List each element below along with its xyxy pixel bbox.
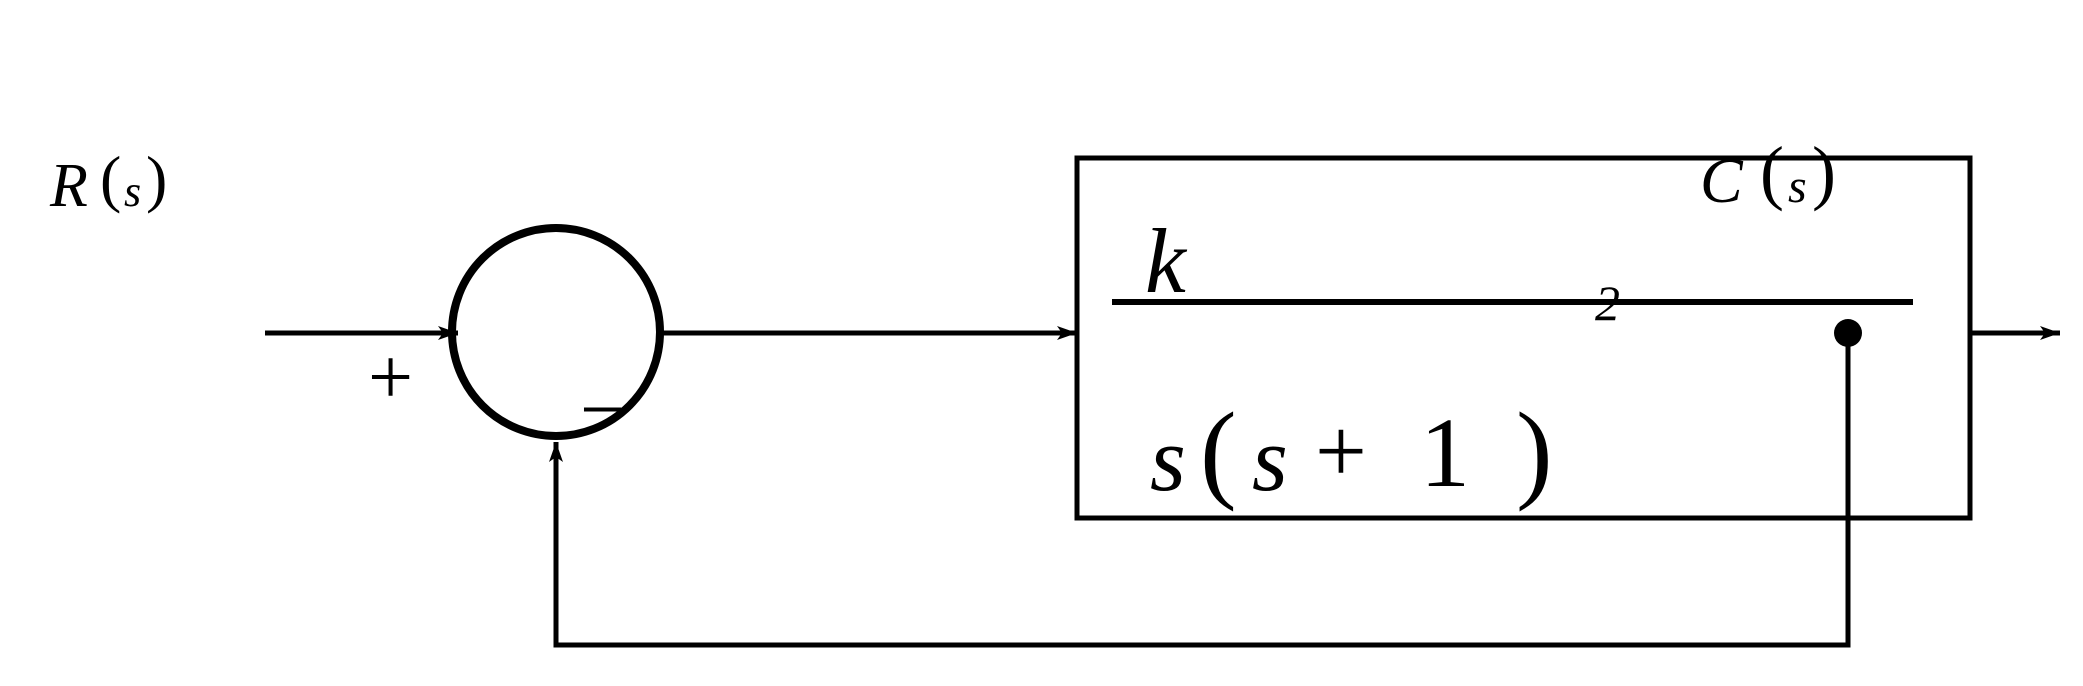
plant-denominator: s ( s + 1 ) 2 — [1150, 275, 1620, 512]
input-label-close-paren: ) — [146, 143, 167, 214]
denominator-inner-var: s — [1252, 408, 1288, 510]
plant-block — [1074, 155, 1973, 521]
denominator-op: + — [1315, 400, 1367, 502]
output-label-open-paren: ( — [1760, 132, 1784, 212]
input-label-arg: s — [124, 167, 141, 216]
denominator-exponent: 2 — [1595, 275, 1620, 331]
summing-junction — [448, 224, 664, 440]
denominator-const: 1 — [1420, 397, 1470, 508]
feedback-path — [549, 333, 1851, 648]
input-label-open-paren: ( — [100, 143, 121, 214]
denominator-close-paren: ) — [1516, 390, 1553, 512]
output-label-close-paren: ) — [1812, 132, 1836, 212]
plant-numerator: k — [1145, 210, 1188, 312]
denominator-var: s — [1150, 408, 1186, 510]
output-label-arg: s — [1788, 160, 1807, 213]
plus-sign: + — [368, 334, 413, 422]
output-label-name: C — [1700, 145, 1744, 216]
input-label-name: R — [49, 152, 88, 220]
denominator-open-paren: ( — [1200, 390, 1237, 512]
minus-sign: − — [580, 366, 625, 454]
